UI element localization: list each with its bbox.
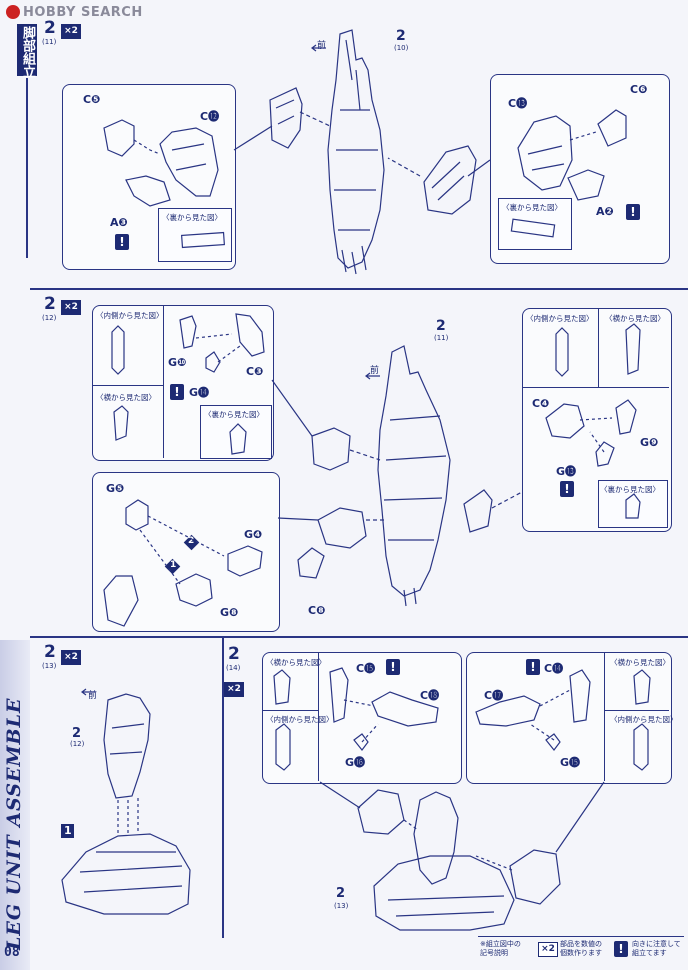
front-arrow-label: 前 [317, 41, 327, 51]
side-view-caption: 〈横から見た図〉 [605, 314, 665, 323]
back-view-caption: 〈裏から見た図〉 [204, 410, 264, 419]
panel-divider [605, 710, 669, 712]
front-arrow-label: 前 [370, 366, 380, 376]
inner-view-caption: 〈内側から見た図〉 [610, 715, 678, 724]
row-divider-2 [30, 636, 688, 638]
inner-view-caption: 〈内側から見た図〉 [526, 314, 594, 323]
legend-warning-text: 向きに注意して 組立てます [632, 940, 681, 957]
back-view-caption: 〈裏から見た図〉 [600, 485, 660, 494]
step-sub-number: (11) [42, 38, 57, 46]
part-label-g8: G❽ [220, 606, 239, 619]
panel-divider [598, 309, 600, 387]
leg-frame-step11 [327, 29, 385, 275]
logo-text: HOBBY SEARCH [23, 4, 143, 20]
multiplier-badge: ×2 [61, 300, 81, 315]
orientation-warning-icon: ! [626, 204, 640, 220]
multiplier-badge: ×2 [224, 682, 244, 697]
part-label-c12: C⓬ [200, 110, 220, 123]
legend-warning-icon: ! [614, 941, 628, 957]
back-view-caption: 〈裏から見た図〉 [162, 213, 222, 222]
side-banner-bg [0, 640, 30, 970]
step-number: 2 [44, 294, 56, 314]
step-number: 2 [228, 644, 240, 664]
ref-step-number: 2 [396, 28, 406, 44]
legend-heading: ※組立図中の 記号説明 [480, 940, 521, 957]
part-label-g9: G❾ [640, 436, 659, 449]
orientation-warning-icon: ! [115, 234, 129, 250]
part-label-c3: C❸ [246, 365, 264, 378]
ref-step-sub: (11) [434, 334, 449, 342]
part-label-c17: C⓱ [484, 689, 504, 702]
part-label-g4: G❹ [244, 528, 263, 541]
part-label-c14: C⓮ [544, 662, 564, 675]
orientation-warning-icon: ! [560, 481, 574, 497]
logo-mark-icon [6, 5, 20, 19]
section-header-tab [17, 24, 37, 76]
legend-multiplier-text: 部品を数値の 個数作ります [560, 940, 602, 957]
part-label-c5: C❺ [83, 93, 101, 106]
part-label-a2: A❷ [596, 205, 614, 218]
ref-step-sub: (10) [394, 44, 409, 52]
orientation-warning-icon: ! [526, 659, 540, 675]
step-sub-number: (14) [226, 664, 241, 672]
sequence-number-1: 1 [170, 560, 177, 570]
side-view-caption: 〈横から見た図〉 [610, 658, 670, 667]
part-label-g13: G⓭ [556, 465, 577, 478]
multiplier-badge: ×2 [61, 650, 81, 665]
part-label-a3: A❸ [110, 216, 128, 229]
step-number: 2 [44, 18, 56, 38]
hobbysearch-logo: HOBBY SEARCH [6, 4, 143, 20]
side-banner-text: LEG UNIT ASSEMBLE [3, 697, 25, 950]
side-view-caption: 〈横から見た図〉 [96, 393, 156, 402]
multiplier-badge: ×2 [61, 24, 81, 39]
panel-divider [263, 710, 318, 712]
panel-divider [163, 306, 165, 458]
sequence-number-2: 2 [188, 536, 195, 546]
panel-divider [318, 653, 320, 781]
orientation-warning-icon: ! [170, 384, 184, 400]
inner-view-caption: 〈内側から見た図〉 [96, 311, 164, 320]
step-sub-number: (12) [42, 314, 57, 322]
inner-view-caption: 〈内側から見た図〉 [266, 715, 334, 724]
ref-step-sub: (13) [334, 902, 349, 910]
panel-divider [604, 653, 606, 781]
col-divider-bottom [222, 638, 224, 938]
ref-step-number: 2 [336, 886, 346, 901]
part-label-g16: G⓰ [345, 756, 366, 769]
back-view-caption: 〈裏から見た図〉 [502, 203, 562, 212]
orientation-warning-icon: ! [386, 659, 400, 675]
part-label-g15: G⓯ [560, 756, 581, 769]
ref-step-sub: (12) [70, 740, 85, 748]
part-label-c6: C❻ [630, 83, 648, 96]
part-label-c13: C⓭ [508, 97, 528, 110]
base-part-number: 1 [64, 824, 72, 837]
front-arrow-label: 前 [88, 691, 98, 701]
legend-box [478, 936, 684, 967]
parts-panel-bottom-step12 [92, 472, 280, 632]
part-label-g5: G❺ [106, 482, 125, 495]
row-divider-1 [30, 288, 688, 290]
part-label-c18: C⓲ [420, 689, 440, 702]
part-label-g14: G⓮ [189, 386, 210, 399]
side-rule-top [26, 78, 28, 258]
part-label-c4: C❹ [532, 397, 550, 410]
step-sub-number: (13) [42, 662, 57, 670]
step-number: 2 [44, 642, 56, 662]
side-view-caption: 〈横から見た図〉 [266, 658, 326, 667]
ref-step-number: 2 [436, 318, 446, 334]
section-title: 脚部組立 [20, 26, 35, 78]
ref-step-number: 2 [72, 726, 82, 741]
panel-divider [523, 387, 669, 389]
page-number: 08 [4, 945, 20, 960]
part-label-g10: G❿ [168, 356, 187, 369]
part-label-c8: C❽ [308, 604, 326, 617]
legend-multiplier-icon: ×2 [538, 942, 558, 957]
panel-divider [93, 385, 163, 387]
part-label-c15: C⓯ [356, 662, 376, 675]
